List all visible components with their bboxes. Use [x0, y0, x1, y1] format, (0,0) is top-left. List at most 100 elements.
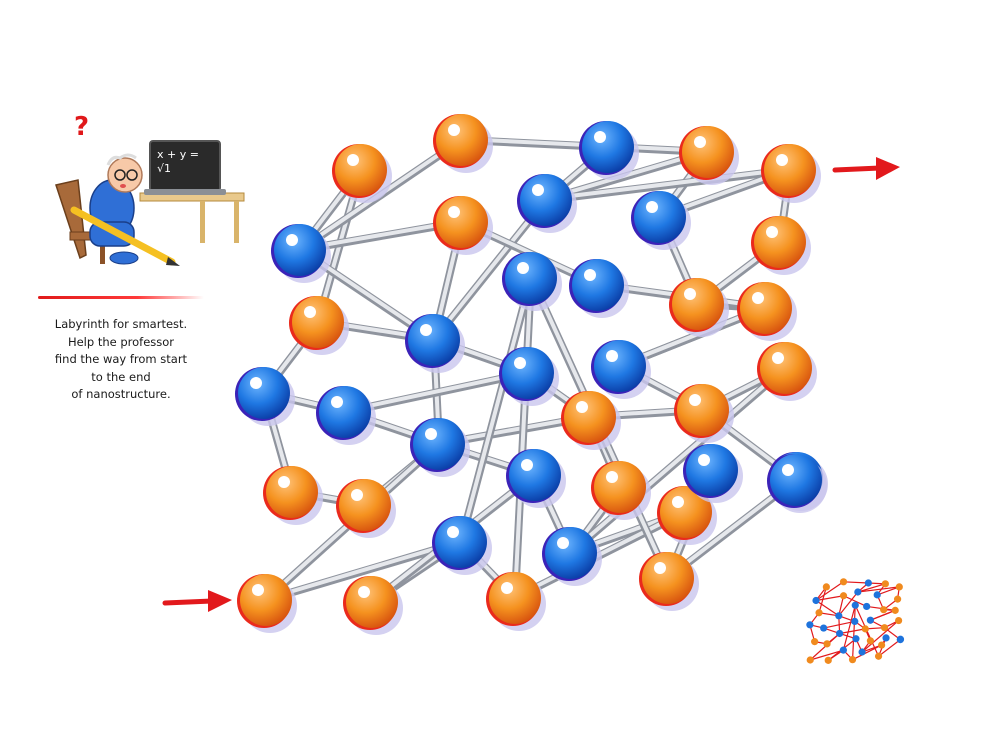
instruction-line: to the end: [91, 369, 151, 384]
orange-atom[interactable]: [561, 391, 621, 450]
laptop-formula-line: x + y =: [157, 148, 199, 161]
bond: [262, 538, 465, 604]
thumb-atom: [895, 583, 903, 591]
thumb-atom: [866, 637, 874, 645]
divider-line: [38, 296, 204, 299]
solution-thumbnail: [806, 578, 905, 664]
end-arrow-icon: [832, 157, 900, 180]
orange-atom[interactable]: [591, 461, 651, 520]
puzzle-instructions: Labyrinth for smartest. Help the profess…: [36, 316, 206, 404]
blue-atom[interactable]: [405, 314, 465, 373]
thumb-atom: [812, 596, 820, 605]
orange-atom[interactable]: [332, 144, 392, 203]
orange-atom[interactable]: [289, 296, 349, 355]
blue-atom[interactable]: [767, 454, 827, 513]
thumb-atom: [824, 656, 832, 664]
blue-atom[interactable]: [502, 252, 562, 311]
orange-atom[interactable]: [237, 574, 297, 633]
orange-atom[interactable]: [657, 486, 717, 545]
orange-atom[interactable]: [433, 196, 493, 255]
thumb-atom: [839, 592, 848, 600]
blue-atom[interactable]: [506, 449, 566, 508]
blue-atom[interactable]: [499, 347, 559, 406]
thumb-bond: [810, 649, 844, 661]
thumb-atom: [835, 612, 843, 620]
thumb-atom: [895, 616, 903, 625]
orange-atom[interactable]: [674, 384, 734, 443]
laptop-icon: [144, 140, 226, 195]
blue-atom[interactable]: [542, 527, 602, 586]
orange-atom[interactable]: [343, 576, 403, 635]
blue-atom[interactable]: [517, 174, 577, 233]
laptop-screen-formula: x + y = √1: [157, 148, 199, 176]
orange-atom[interactable]: [486, 572, 546, 631]
instruction-line: Labyrinth for smartest.: [54, 317, 188, 331]
professor-illustration: [55, 140, 245, 266]
thumb-atom: [839, 578, 848, 586]
instruction-line: Help the professor: [67, 334, 175, 349]
thumb-bond: [843, 595, 867, 607]
blue-atom[interactable]: [410, 418, 470, 477]
orange-atom[interactable]: [669, 278, 729, 337]
start-arrow-icon: [162, 590, 232, 612]
orange-atom[interactable]: [761, 144, 821, 203]
thumb-atom: [854, 588, 862, 596]
bond: [511, 274, 535, 602]
thumb-bond: [815, 600, 840, 617]
thumb-atom: [873, 591, 881, 599]
blue-atom[interactable]: [579, 121, 639, 180]
orange-atom[interactable]: [679, 126, 739, 185]
thumb-bond: [842, 605, 856, 651]
blue-atom[interactable]: [271, 224, 331, 283]
thumb-bond: [876, 586, 900, 596]
thumb-atom: [823, 640, 831, 648]
thumb-atom: [880, 624, 889, 632]
blue-atom[interactable]: [316, 386, 376, 445]
thumb-bond: [857, 586, 900, 593]
orange-atom[interactable]: [737, 282, 797, 341]
thumb-atom: [820, 624, 828, 632]
thumb-atom: [852, 635, 860, 643]
thumb-atom: [811, 638, 819, 646]
blue-atom[interactable]: [432, 516, 492, 575]
orange-atom[interactable]: [263, 466, 323, 525]
thumb-atom: [863, 602, 871, 611]
thumb-bond: [878, 639, 901, 657]
bond: [457, 274, 535, 546]
blue-atom[interactable]: [569, 259, 629, 318]
atoms-layer: [235, 114, 828, 635]
thumb-atom: [874, 652, 883, 660]
thumb-bond: [857, 583, 886, 593]
thumb-atom: [806, 621, 814, 629]
orange-atom[interactable]: [336, 479, 396, 538]
bond: [430, 196, 550, 344]
thumb-atom: [881, 580, 889, 588]
orange-atom[interactable]: [433, 114, 493, 173]
thumb-atom: [848, 656, 857, 664]
instruction-line: of nanostructure.: [71, 387, 171, 401]
thumb-atom: [806, 656, 814, 664]
orange-atom[interactable]: [639, 552, 699, 611]
thumb-atom: [891, 606, 899, 614]
thumb-bond: [815, 581, 844, 601]
thumb-bond: [843, 581, 869, 584]
thumb-bond: [861, 620, 900, 653]
thumb-atom: [866, 616, 874, 624]
thumb-bond: [852, 644, 882, 661]
blue-atom[interactable]: [235, 367, 295, 426]
thumb-bond: [870, 609, 896, 621]
thumb-atom: [858, 648, 866, 656]
bond: [542, 166, 794, 204]
blue-atom[interactable]: [591, 340, 651, 399]
thumb-atom: [839, 646, 847, 654]
bond: [567, 364, 790, 557]
blue-atom[interactable]: [683, 444, 743, 503]
orange-atom[interactable]: [757, 342, 817, 401]
thumb-atom: [851, 601, 859, 609]
bond: [341, 369, 532, 416]
thumb-bond: [838, 591, 859, 617]
thumb-bond: [815, 595, 844, 602]
orange-atom[interactable]: [751, 216, 811, 275]
blue-atom[interactable]: [631, 191, 691, 250]
